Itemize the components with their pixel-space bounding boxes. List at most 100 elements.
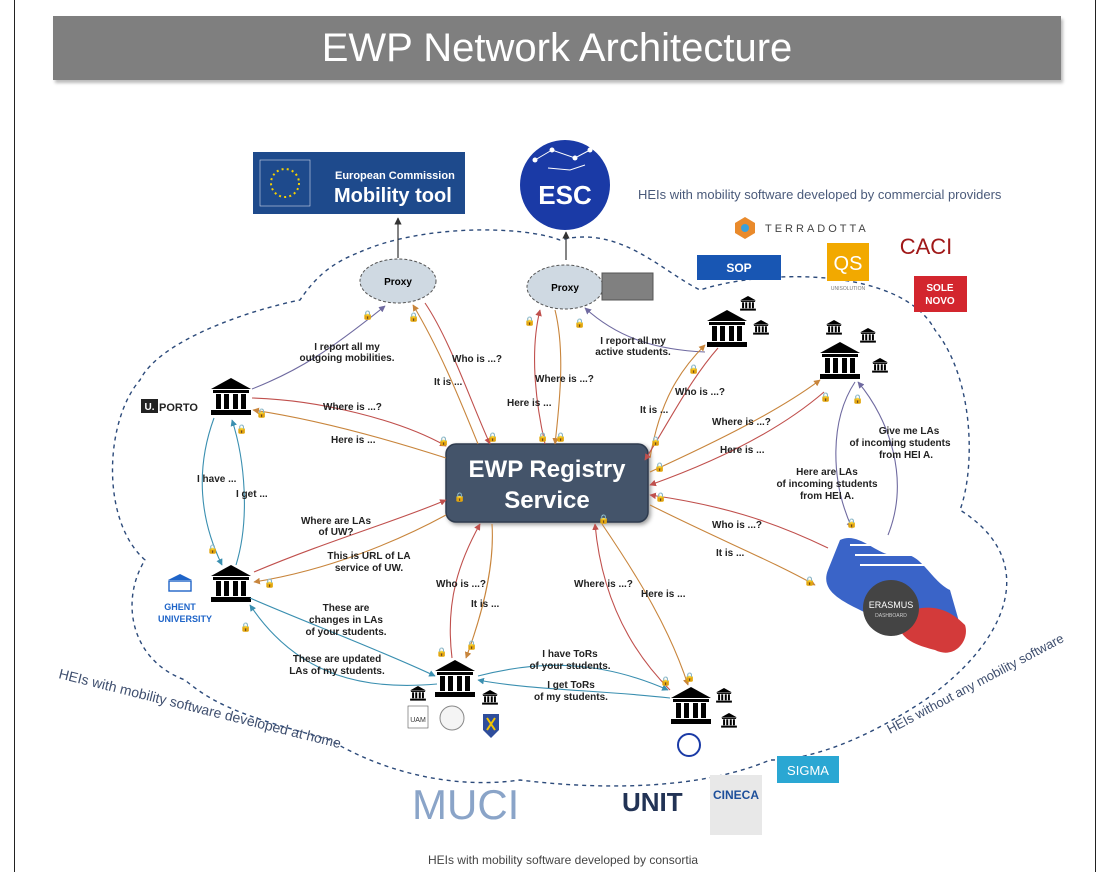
lock-icon: 🔒 [650,436,661,446]
caption-none: HEIs without any mobility software [884,630,1066,736]
erasmus-sub: DASHBOARD [875,613,907,619]
lock-icon: 🔒 [598,514,609,524]
lock-icon: 🔒 [820,392,831,402]
svg-text:UAM: UAM [410,717,426,724]
label-report-active: I report all my [600,336,666,347]
lock-icon: 🔒 [852,394,863,404]
lock-icon: 🔒 [256,408,267,418]
label-it-is: It is ... [434,377,463,388]
terradotta-logo: TERRADOTTA [735,217,869,239]
lock-icon: 🔒 [655,492,666,502]
label-give-las: of incoming students [849,438,951,449]
lock-icon: 🔒 [408,312,419,322]
label-here-is: Here is ... [720,445,765,456]
arrows [201,302,898,699]
lock-icon: 🔒 [804,576,815,586]
esc-logo: ESC [520,140,610,230]
registry-line1: EWP Registry [469,456,627,483]
label-tors: I have ToRs [542,649,598,660]
label-i-have: I have ... [197,474,237,485]
institution-uporto-icon [211,378,251,415]
caption-home: HEIs with mobility software developed at… [57,665,343,751]
ghent-line1: GHENT [164,602,196,612]
label-report-active: active students. [595,347,671,358]
lock-icon: 🔒 [436,647,447,657]
muci-logo: MUCI [412,781,519,828]
qs-text: QS [834,253,863,275]
label-here-is: Here is ... [331,435,376,446]
label-here-las: of incoming students [776,479,878,490]
label-i-get: I get ... [236,489,268,500]
lock-icon: 🔒 [454,492,465,502]
lock-icon: 🔒 [487,432,498,442]
uporto-u: U. [145,402,155,413]
ghent-line2: UNIVERSITY [158,614,212,624]
lock-icon: 🔒 [555,432,566,442]
label-changes: These are [323,603,370,614]
lock-icon: 🔒 [362,310,373,320]
cineca-logo: CINECA [710,775,762,835]
label-updated: LAs of my students. [289,666,385,677]
seal-icon [677,733,701,757]
terradotta-text: TERRADOTTA [765,223,869,235]
sole-novo-logo: SOLE NOVO [914,276,967,312]
cloud-outline [111,229,1008,787]
sop-text: SOP [726,261,751,275]
lock-icon: 🔒 [654,462,665,472]
label-tors: of your students. [529,661,610,672]
title-bar: EWP Network Architecture [53,16,1061,80]
proxy-left: Proxy [359,258,437,304]
institution-ghent-icon [211,565,251,602]
caci-logo: CACI [900,234,953,259]
label-where-las: of UW? [319,527,354,538]
lock-icon: 🔒 [537,432,548,442]
institution-right-icon [820,342,860,379]
lock-icons: 🔒 🔒 🔒 🔒 🔒 🔒 🔒 🔒 🔒 🔒 🔒 🔒 🔒 🔒 🔒 🔒 🔒 🔒 🔒 🔒 … [207,310,863,686]
lock-icon: 🔒 [466,640,477,650]
label-where-las: Where are LAs [301,516,371,527]
slide-title: EWP Network Architecture [321,25,793,70]
mobility-tool-line2: Mobility tool [334,185,452,207]
small-uni-icon [410,686,426,701]
label-who-is: Who is ...? [712,520,762,531]
label-it-is: It is ... [640,405,669,416]
lock-icon: 🔒 [846,518,857,528]
small-uni-icon [860,328,876,343]
label-give-las: Give me LAs [879,426,940,437]
lock-icon: 🔒 [688,364,699,374]
uam-logo: UAM [407,705,429,729]
lock-icon: 🔒 [524,316,535,326]
lock-icon: 🔒 [684,672,695,682]
label-here-las: from HEI A. [800,491,854,502]
uw-seal-icon [439,705,465,731]
label-here-las: Here are LAs [796,467,858,478]
erasmus-text: ERASMUS [869,600,914,610]
lock-icon: 🔒 [438,436,449,446]
lock-icon: 🔒 [264,578,275,588]
lock-icon: 🔒 [574,318,585,328]
small-uni-icon [740,296,756,311]
registry-service-box: EWP Registry Service [445,443,649,523]
lock-icon: 🔒 [236,424,247,434]
mobility-tool-logo: European Commission Mobility tool [253,152,465,214]
label-where-is: Where is ...? [712,417,771,428]
proxy-left-label: Proxy [384,277,412,288]
label-url-la: service of UW. [335,563,404,574]
proxy-right-label: Proxy [551,283,579,294]
label-url-la: This is URL of LA [327,551,410,562]
label-who-is: Who is ...? [436,579,486,590]
small-uni-icon [721,713,737,728]
caption-consortia: HEIs with mobility software developed by… [428,853,698,867]
slide-frame [14,0,1096,872]
label-report-outgoing: outgoing mobilities. [300,353,395,364]
label-it-is: It is ... [471,599,500,610]
erasmus-dashboard-logo: ERASMUS DASHBOARD [826,537,966,653]
lock-icon: 🔒 [660,676,671,686]
sop-logo: SOP [697,255,781,280]
label-who-is: Who is ...? [675,387,725,398]
sigma-logo: SIGMA [777,756,839,783]
mobility-tool-line1: European Commission [335,170,455,182]
unit-logo: UNIT [622,787,683,817]
ghent-logo: GHENT UNIVERSITY [158,574,212,624]
